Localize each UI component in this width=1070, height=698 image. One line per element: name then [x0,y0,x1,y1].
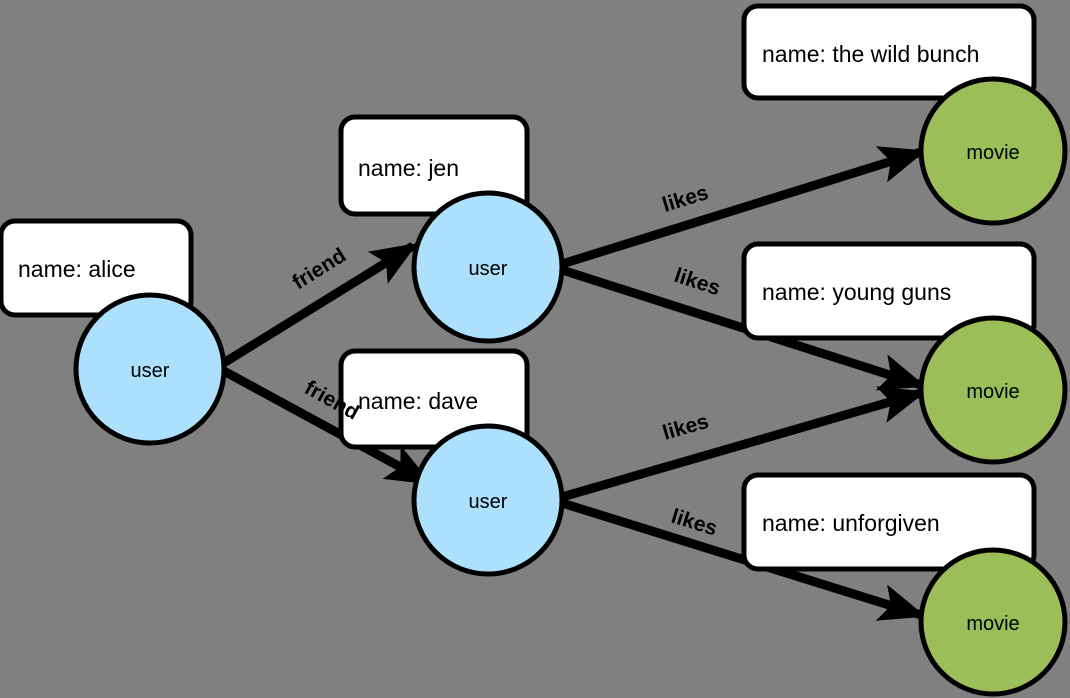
edge-alice-friend-jen[interactable] [219,242,418,368]
node-type-label: movie [966,381,1019,403]
node-circle[interactable] [73,292,227,446]
node-circle[interactable] [918,315,1068,465]
property-box-the-wild-bunch: name: the wild bunch [741,3,1037,101]
node-layer: user user user movie movie movie [73,76,1068,697]
property-box-rect [741,241,1037,341]
node-alice[interactable]: user [73,292,227,446]
node-young-guns[interactable]: movie [918,315,1068,465]
property-box-label: name: young guns [762,279,951,305]
edge-jen-likes-the-wild-bunch[interactable] [560,146,927,269]
node-type-label: user [131,360,170,382]
node-circle[interactable] [918,76,1068,226]
property-box-young-guns: name: young guns [741,241,1037,341]
property-box-label: name: the wild bunch [762,41,979,67]
property-box-alice: name: alice [0,218,194,318]
edge-dave-likes-unforgiven[interactable] [560,498,927,621]
property-box-dave: name: dave [338,348,530,450]
edge-layer [219,146,927,621]
node-type-label: movie [966,613,1019,635]
node-jen[interactable]: user [411,190,565,344]
node-circle[interactable] [918,547,1068,697]
property-box-layer: name: alice name: jen name: dave name: t… [0,3,1037,572]
property-box-label: name: unforgiven [762,510,940,536]
node-type-label: user [469,258,508,280]
node-unforgiven[interactable]: movie [918,547,1068,697]
property-box-label: name: dave [358,388,478,414]
edge-jen-likes-young-guns[interactable] [560,265,927,391]
node-circle[interactable] [411,423,565,577]
node-dave[interactable]: user [411,423,565,577]
edge-dave-likes-young-guns[interactable] [560,386,927,502]
node-type-label: movie [966,142,1019,164]
property-box-rect [741,3,1037,101]
property-box-label: name: alice [18,256,136,282]
property-box-label: name: jen [358,155,459,181]
property-box-unforgiven: name: unforgiven [741,472,1037,572]
node-the-wild-bunch[interactable]: movie [918,76,1068,226]
property-box-rect [741,472,1037,572]
edge-label-likes-young-guns-from-dave: likes [660,410,711,445]
edge-label-likes-the-wild-bunch: likes [660,181,711,217]
edge-label-likes-young-guns-from-jen: likes [671,264,723,300]
node-type-label: user [469,491,508,513]
edge-alice-friend-dave[interactable] [219,366,433,486]
node-circle[interactable] [411,190,565,344]
